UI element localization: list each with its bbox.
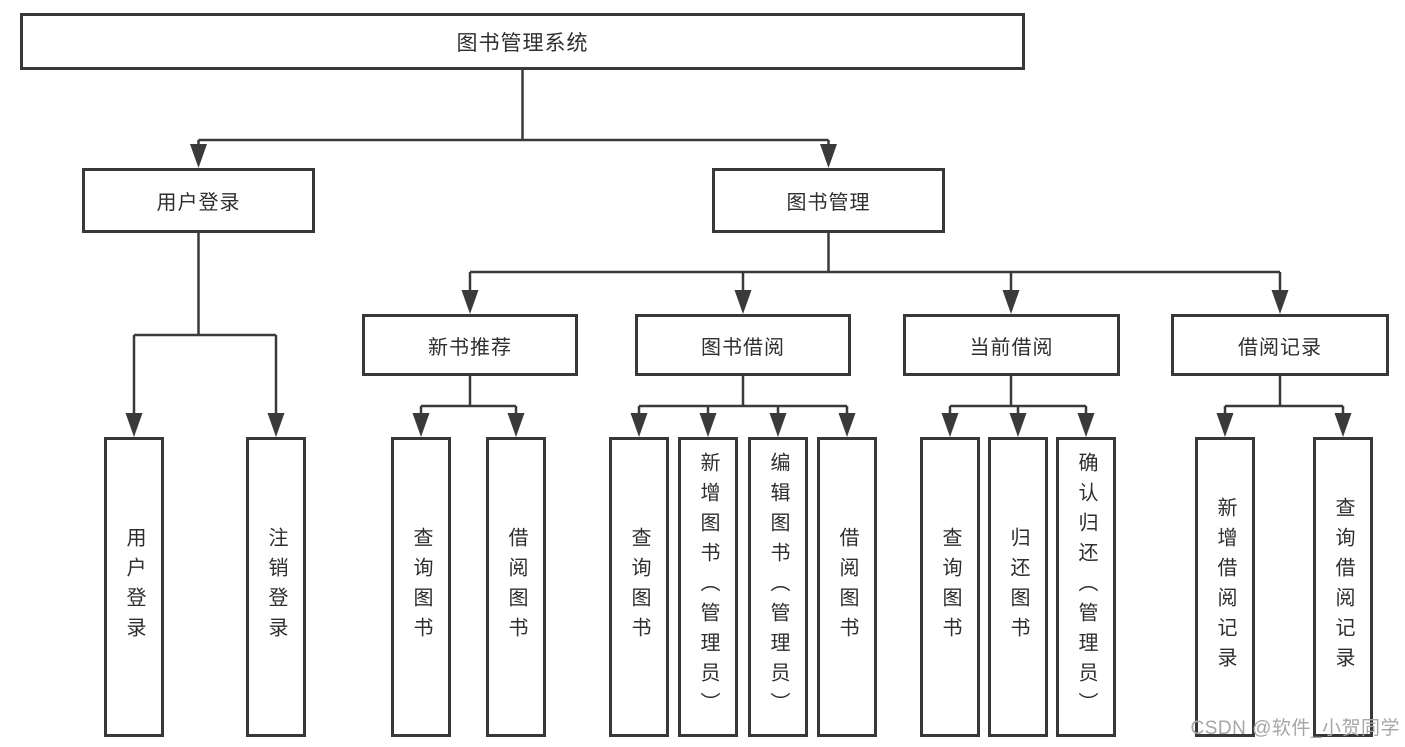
node-label: 当前借阅 [969, 336, 1054, 359]
leaf-label: 查询借阅记录 [1332, 497, 1354, 677]
node-library-management-system: 图书管理系统 [20, 13, 1025, 70]
node-user-login-branch: 用户登录 [82, 168, 315, 233]
node-label: 新书推荐 [428, 336, 512, 359]
leaf-return-book: 归还图书 [988, 437, 1048, 737]
node-current-borrowing: 当前借阅 [903, 314, 1120, 376]
leaf-query-books-current: 查询图书 [920, 437, 980, 737]
leaf-add-book-admin: 新增图书（管理员） [678, 437, 738, 737]
leaf-label: 查询图书 [628, 527, 650, 647]
leaf-label: 用户登录 [123, 527, 145, 647]
leaf-label: 查询图书 [410, 527, 432, 647]
node-book-borrowing: 图书借阅 [635, 314, 851, 376]
leaf-query-borrow-record: 查询借阅记录 [1313, 437, 1373, 737]
arrowheads [125, 144, 1352, 437]
node-label: 用户登录 [156, 192, 241, 214]
leaf-query-books-recommend: 查询图书 [391, 437, 451, 737]
node-new-book-recommendation: 新书推荐 [362, 314, 578, 376]
leaf-query-books-borrowing: 查询图书 [609, 437, 669, 737]
leaf-label: 注销登录 [265, 527, 287, 647]
leaf-user-login: 用户登录 [104, 437, 164, 737]
leaf-label: 借阅图书 [836, 527, 858, 647]
node-label: 图书借阅 [701, 336, 785, 359]
csdn-watermark: CSDN @软件_小贺同学 [1190, 718, 1400, 739]
node-book-management-branch: 图书管理 [712, 168, 945, 233]
leaf-logout-login: 注销登录 [246, 437, 306, 737]
node-label: 借阅记录 [1238, 336, 1322, 359]
leaf-add-borrow-record: 新增借阅记录 [1195, 437, 1255, 737]
leaf-label: 借阅图书 [505, 527, 527, 647]
node-label: 图书管理系统 [456, 31, 589, 55]
leaf-borrow-books-recommend: 借阅图书 [486, 437, 546, 737]
leaf-label: 新增图书（管理员） [697, 452, 719, 722]
leaf-label: 查询图书 [939, 527, 961, 647]
leaf-label: 编辑图书（管理员） [767, 452, 789, 722]
leaf-edit-book-admin: 编辑图书（管理员） [748, 437, 808, 737]
leaf-label: 归还图书 [1007, 527, 1029, 647]
node-label: 图书管理 [786, 192, 871, 214]
leaf-confirm-return-admin: 确认归还（管理员） [1056, 437, 1116, 737]
leaf-label: 新增借阅记录 [1214, 497, 1236, 677]
leaf-label: 确认归还（管理员） [1075, 452, 1097, 722]
node-borrowing-records: 借阅记录 [1171, 314, 1389, 376]
leaf-borrow-books-borrowing: 借阅图书 [817, 437, 877, 737]
